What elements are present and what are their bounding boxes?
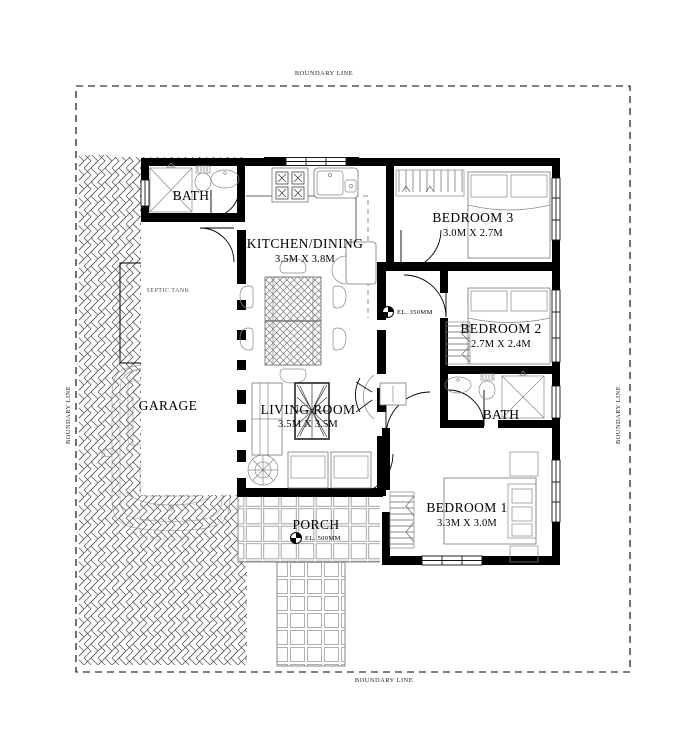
walkway-tiles xyxy=(277,562,345,666)
elevation-label-porch: EL. 500MM xyxy=(305,535,341,542)
bath-front-fixtures xyxy=(149,162,240,213)
room-dim-bedroom1: 3.3M X 3.0M xyxy=(437,518,497,529)
room-label-bath-rear: BATH xyxy=(483,407,520,422)
windows xyxy=(140,157,561,566)
kitchen-fixtures xyxy=(246,167,377,318)
room-label-garage: GARAGE xyxy=(139,398,198,413)
porch-tiles xyxy=(238,494,382,562)
room-dim-kitchen-dining: 3.5M X 3.8M xyxy=(275,254,335,265)
room-dim-living-room: 3.5M X 3.5M xyxy=(278,419,338,430)
bedroom2-furniture xyxy=(445,287,551,365)
room-label-bedroom2: BEDROOM 2 xyxy=(460,321,541,336)
boundary-label-top: BOUNDARY LINE xyxy=(295,70,353,77)
room-label-porch: PORCH xyxy=(292,517,339,532)
room-label-bath-front: BATH xyxy=(173,188,210,203)
room-label-bedroom1: BEDROOM 1 xyxy=(426,500,507,515)
room-label-bedroom3: BEDROOM 3 xyxy=(432,210,513,225)
bedroom1-furniture xyxy=(389,451,539,563)
car-front-overhang xyxy=(119,504,223,541)
bath-rear-fixtures xyxy=(444,370,545,419)
room-dim-bedroom2: 2.7M X 2.4M xyxy=(471,339,531,350)
elevation-marker-interior xyxy=(382,306,394,318)
overhead-cabinet-dashed xyxy=(246,195,369,318)
living-furniture xyxy=(247,374,407,489)
boundary-lines xyxy=(75,85,631,673)
boundary-rectangle xyxy=(75,85,631,673)
room-label-kitchen-dining: KITCHEN/DINING xyxy=(247,236,364,251)
boundary-label-bottom: BOUNDARY LINE xyxy=(355,677,413,684)
entry-walkway xyxy=(276,561,346,667)
bedroom3-furniture xyxy=(395,169,551,259)
elevation-marker-porch xyxy=(290,532,302,544)
elevation-label-interior: EL. 350MM xyxy=(397,309,433,316)
room-dim-bedroom3: 3.0M X 2.7M xyxy=(443,228,503,239)
boundary-label-right: BOUNDARY LINE xyxy=(615,386,622,444)
boundary-label-left: BOUNDARY LINE xyxy=(65,386,72,444)
septic-tank-label: SEPTIC TANK xyxy=(146,287,189,294)
dining-set xyxy=(239,258,347,384)
room-label-living-room: LIVING ROOM xyxy=(261,402,356,417)
